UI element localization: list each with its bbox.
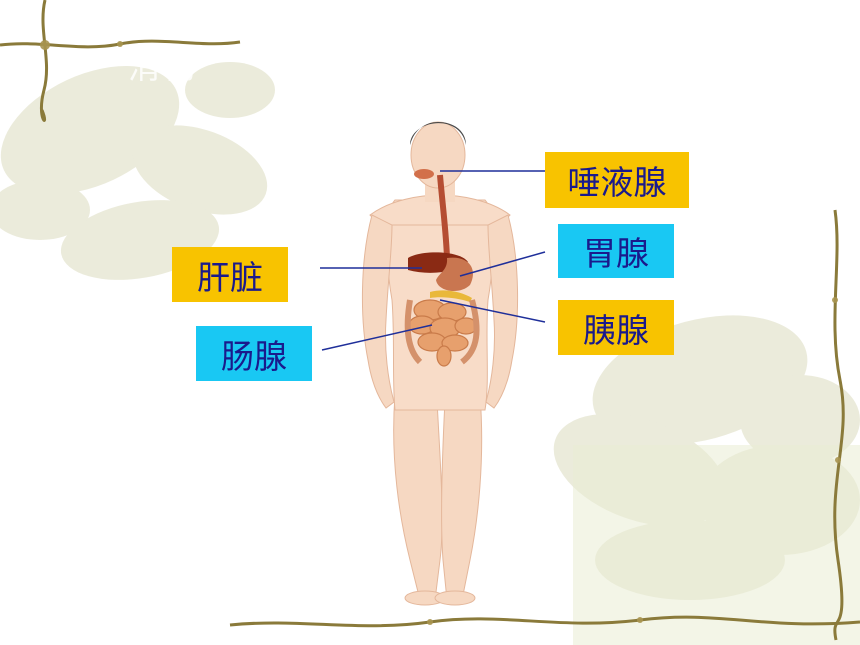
leader-line-intestinal: [321, 324, 433, 351]
leader-line-gastric: [459, 251, 546, 277]
label-salivary-gland: 唾液腺: [545, 152, 689, 208]
label-liver: 肝脏: [172, 247, 288, 302]
human-body-illustration: [361, 121, 519, 606]
label-pancreas: 胰腺: [558, 300, 674, 355]
leader-line-pancreas: [439, 299, 546, 323]
slide-title: 消化: [128, 48, 197, 86]
label-gastric-gland: 胃腺: [558, 224, 674, 278]
label-intestinal-gland: 肠腺: [196, 326, 312, 381]
